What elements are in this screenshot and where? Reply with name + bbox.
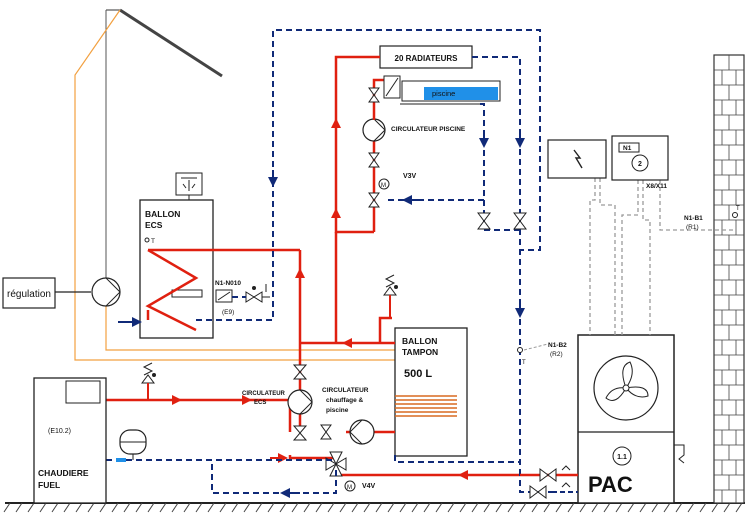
chaudiere-fuel: (E10.2) CHAUDIERE FUEL <box>33 377 107 504</box>
ecs-return-line <box>196 29 541 321</box>
return-sensor: N1-B2 (R2) T <box>517 342 567 366</box>
ground-line <box>3 502 745 513</box>
ballon-ecs: BALLON ECS T N1-N010 (E9) <box>139 172 270 339</box>
circulateur-ecs: CIRCULATEUR ECS <box>242 364 313 441</box>
outdoor-sensor: N1-B1 (R1) T <box>684 206 740 231</box>
v3v-label: V3V <box>403 173 417 180</box>
shower-icon <box>181 177 197 191</box>
sensor-wiring-orange <box>74 9 395 361</box>
r1-label: (R1) <box>686 224 699 231</box>
ballon-ecs-subtitle: ECS <box>145 220 163 230</box>
svg-text:T: T <box>522 360 526 366</box>
svg-text:M: M <box>347 485 352 491</box>
circulateur-piscine: CIRCULATEUR PISCINE M V3V <box>362 87 466 208</box>
controller-num: 2 <box>638 161 642 168</box>
pac-id: 1.1 <box>617 454 627 461</box>
e10-label: (E10.2) <box>48 428 71 435</box>
chaudiere-title: CHAUDIERE <box>38 468 89 478</box>
circ-ch-label-1: CIRCULATEUR <box>322 387 369 394</box>
circulateur-chauffage: CIRCULATEUR chauffage & piscine <box>320 387 375 445</box>
piscine-label: piscine <box>432 89 455 98</box>
n1-b2-label: N1-B2 <box>548 342 567 349</box>
tampon-subtitle: TAMPON <box>402 347 438 357</box>
brick-wall <box>713 54 745 504</box>
safety-valve-boiler <box>141 362 156 400</box>
ecs-sensor-t: T <box>151 238 155 245</box>
pac-unit: 1.1 PAC <box>577 334 685 504</box>
ballon-ecs-title: BALLON <box>145 209 180 219</box>
safety-valve-tampon <box>383 274 398 318</box>
circ-ecs-label-2: ECS <box>254 400 266 406</box>
tampon-title: BALLON <box>402 336 437 346</box>
regulation-box: régulation <box>2 277 121 309</box>
solar-panel <box>105 8 223 280</box>
expansion-vessel <box>116 429 147 462</box>
v4v-label: V4V <box>362 483 376 490</box>
radiateurs-box: 20 RADIATEURS <box>379 45 473 69</box>
ballon-tampon: BALLON TAMPON 500 L <box>394 327 468 457</box>
electrical-box <box>547 139 607 179</box>
return-valves <box>477 212 527 230</box>
v4v-valve: M V4V <box>325 451 376 492</box>
control-wiring <box>589 178 735 335</box>
n1-label: N1 <box>623 145 632 152</box>
circ-ch-label-3: piscine <box>326 407 349 414</box>
n1-b1-label: N1-B1 <box>684 215 703 222</box>
svg-text:T: T <box>736 206 740 212</box>
ecs-heating-coil <box>145 248 300 332</box>
regulation-label: régulation <box>7 289 51 300</box>
n1-n010-label: N1-N010 <box>215 280 241 287</box>
e9-label: (E9) <box>222 309 234 316</box>
radiateurs-label: 20 RADIATEURS <box>395 54 459 63</box>
pac-connections <box>520 465 578 499</box>
radiator-supply <box>334 55 384 234</box>
pac-title: PAC <box>588 472 633 497</box>
circ-ecs-label-1: CIRCULATEUR <box>242 391 286 397</box>
circ-ch-label-2: chauffage & <box>326 397 364 404</box>
chaudiere-subtitle: FUEL <box>38 480 60 490</box>
piscine: piscine <box>383 75 501 105</box>
controller-n1: N1 2 X8/X11 <box>611 135 669 190</box>
circ-piscine-label: CIRCULATEUR PISCINE <box>391 126 466 133</box>
tampon-volume: 500 L <box>404 368 432 380</box>
svg-text:M: M <box>381 183 386 189</box>
x8x11-label: X8/X11 <box>646 183 667 190</box>
r2-label: (R2) <box>550 351 563 358</box>
